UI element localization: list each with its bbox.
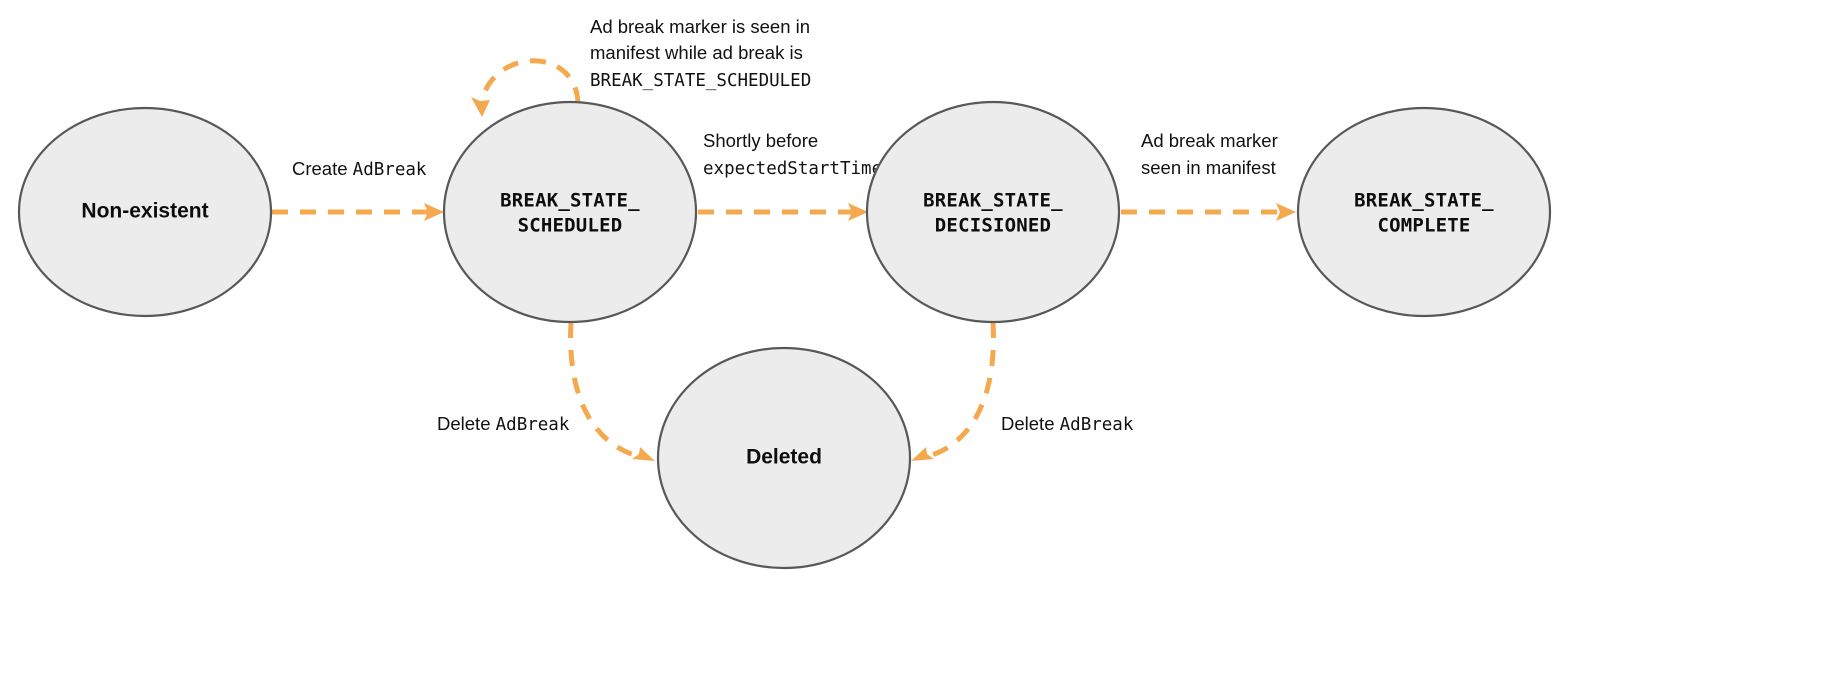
edge-self-loop-label-line-2: BREAK_STATE_SCHEDULED (590, 71, 811, 91)
node-non-existent[interactable]: Non-existent (17, 106, 273, 318)
node-non-existent-label: Non-existent (81, 200, 208, 223)
edge-shortly-before-label-line-1: expectedStartTime (703, 159, 882, 179)
edge-delete-from-scheduled-label: Delete AdBreak (437, 413, 570, 435)
node-break-state-complete-label-line2: COMPLETE (1377, 215, 1470, 237)
edge-delete-from-decisioned-label-part-0: Delete (1001, 413, 1060, 434)
edge-self-loop-marker-seen-arc (478, 58, 581, 105)
edge-delete-from-scheduled-label-part-0: Delete (437, 413, 496, 434)
edge-delete-from-scheduled-curve (568, 321, 635, 458)
edge-shortly-before-label-line-0: Shortly before (703, 130, 818, 151)
edge-create-adbreak-label: Create AdBreak (292, 158, 427, 180)
edge-self-loop-marker-seen: Ad break marker is seen in manifest whil… (471, 16, 811, 117)
node-break-state-complete[interactable]: BREAK_STATE_ COMPLETE (1296, 106, 1552, 318)
edge-shortly-before-expected-start-time: Shortly before expectedStartTime (698, 130, 882, 221)
edge-marker-seen-arrowhead (1276, 203, 1296, 221)
edge-create-adbreak-label-part-1: AdBreak (353, 160, 427, 180)
edge-delete-from-scheduled-label-part-1: AdBreak (496, 415, 570, 435)
edge-delete-from-scheduled-arrowhead (632, 447, 655, 461)
edge-self-loop-label-line-0: Ad break marker is seen in (590, 16, 810, 37)
edge-create-adbreak-label-part-0: Create (292, 158, 353, 179)
node-break-state-scheduled-label-line1: BREAK_STATE_ (500, 190, 640, 212)
edge-delete-from-decisioned-arrowhead (911, 447, 934, 461)
edge-delete-from-decisioned-label-part-1: AdBreak (1060, 415, 1134, 435)
edge-ad-break-marker-seen-in-manifest: Ad break marker seen in manifest (1121, 130, 1296, 221)
edge-self-loop-label-line-1: manifest while ad break is (590, 42, 803, 63)
node-break-state-decisioned-label-line1: BREAK_STATE_ (923, 190, 1063, 212)
edge-delete-adbreak-from-scheduled: Delete AdBreak (437, 321, 655, 461)
node-deleted-shape[interactable] (656, 346, 912, 570)
node-break-state-decisioned[interactable]: BREAK_STATE_ DECISIONED (865, 100, 1121, 324)
node-non-existent-shape[interactable] (17, 106, 273, 318)
edge-create-adbreak-arrowhead (424, 203, 444, 221)
node-break-state-decisioned-label-line2: DECISIONED (935, 215, 1051, 237)
edge-delete-from-decisioned-label: Delete AdBreak (1001, 413, 1134, 435)
edge-create-adbreak: Create AdBreak (272, 158, 444, 221)
edge-self-loop-marker-seen-arrowhead (471, 97, 490, 117)
node-deleted-label: Deleted (746, 446, 822, 469)
node-deleted[interactable]: Deleted (656, 346, 912, 570)
node-break-state-complete-shape[interactable] (1296, 106, 1552, 318)
edge-marker-seen-label-line-1: seen in manifest (1141, 157, 1276, 178)
node-break-state-complete-label-line1: BREAK_STATE_ (1354, 190, 1494, 212)
node-break-state-scheduled-shape[interactable] (442, 100, 698, 324)
node-break-state-decisioned-shape[interactable] (865, 100, 1121, 324)
node-break-state-scheduled[interactable]: BREAK_STATE_ SCHEDULED (442, 100, 698, 324)
edge-shortly-before-arrowhead (848, 203, 868, 221)
edge-delete-from-decisioned-curve (931, 321, 996, 458)
edge-marker-seen-label-line-0: Ad break marker (1141, 130, 1278, 151)
edge-delete-adbreak-from-decisioned: Delete AdBreak (911, 321, 1134, 461)
node-break-state-scheduled-label-line2: SCHEDULED (518, 215, 623, 237)
